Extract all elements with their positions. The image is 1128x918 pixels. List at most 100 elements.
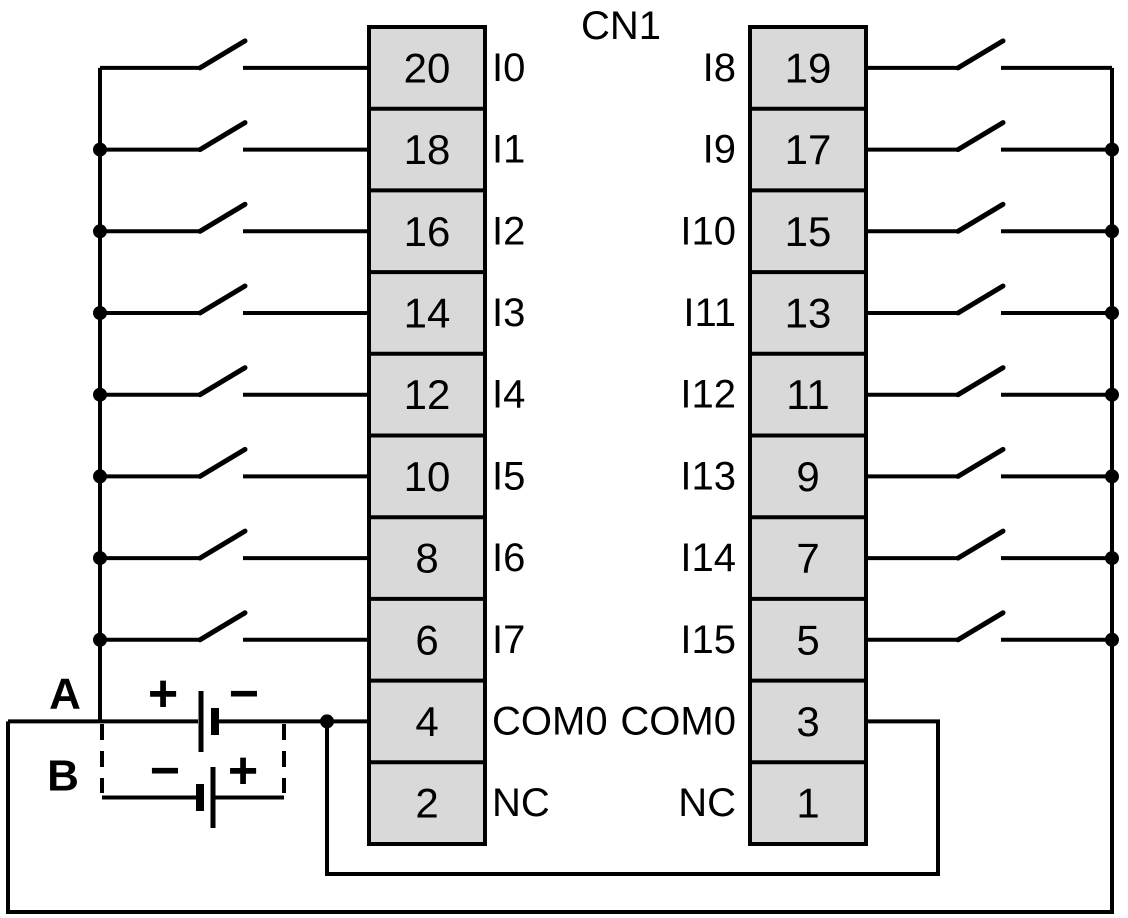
plus-icon: +: [148, 665, 178, 723]
junction-dot: [93, 469, 107, 484]
pin-number: 12: [404, 371, 451, 418]
signal-label: I14: [680, 536, 736, 580]
left-signal-labels: I0 I1 I2 I3 I4 I5 I6 I7 COM0 NC: [492, 46, 608, 825]
signal-label: I15: [680, 618, 736, 662]
signal-label: NC: [678, 781, 736, 825]
switch-row-i4: [93, 365, 369, 402]
switch-icon: [955, 201, 1006, 234]
switch-icon: [197, 610, 248, 643]
junction-dot: [1105, 551, 1119, 566]
signal-label: I8: [703, 46, 736, 90]
pin-number: 18: [404, 126, 451, 173]
junction-dot: [1105, 387, 1119, 402]
pin-number: 14: [404, 290, 451, 337]
switch-icon: [955, 446, 1006, 479]
switch-row-i1: [93, 120, 369, 157]
junction-dot: [93, 306, 107, 320]
switch-icon: [197, 365, 248, 398]
switch-icon: [197, 446, 248, 479]
switch-row-i12: [866, 365, 1119, 402]
pin-number: 7: [796, 535, 819, 582]
minus-icon: −: [229, 665, 259, 723]
junction-dot: [1105, 306, 1119, 320]
plus-icon: +: [228, 742, 258, 800]
junction-dot: [93, 224, 107, 239]
minus-icon: −: [150, 742, 180, 800]
connector-right-column: 19 17 15 13 11 9 7 5 3 1: [748, 25, 868, 846]
pin-number: 10: [404, 453, 451, 500]
signal-label: COM0: [620, 699, 736, 743]
switch-icon: [197, 120, 248, 153]
pin-number: 4: [415, 698, 438, 745]
right-switch-rows: [866, 38, 1119, 647]
pin-number: 6: [415, 616, 438, 663]
option-b-label: B: [47, 752, 79, 801]
pin-number: 5: [796, 616, 819, 663]
signal-label: NC: [492, 781, 550, 825]
connector-left-column: 20 18 16 14 12 10 8 6 4 2: [367, 25, 487, 846]
signal-label: I2: [492, 209, 525, 253]
signal-label: I3: [492, 291, 525, 335]
right-signal-labels: I8 I9 I10 I11 I12 I13 I14 I15 COM0 NC: [620, 46, 736, 825]
switch-icon: [955, 283, 1006, 316]
pin-number: 15: [785, 208, 832, 255]
signal-label: I11: [683, 291, 736, 335]
switch-row-i0: [100, 38, 369, 71]
junction-dot: [93, 551, 107, 566]
pin-number: 13: [785, 290, 832, 337]
switch-icon: [197, 201, 248, 234]
switch-row-i7: [93, 610, 369, 647]
signal-label: I4: [492, 373, 525, 417]
signal-label: I9: [703, 128, 736, 172]
junction-dot: [1105, 142, 1119, 157]
switch-row-i3: [93, 283, 369, 320]
switch-row-i8: [866, 38, 1112, 71]
pin-number: 16: [404, 208, 451, 255]
option-a-label: A: [49, 670, 81, 719]
switch-icon: [197, 38, 248, 71]
switch-row-i15: [866, 610, 1119, 647]
junction-dot: [93, 142, 107, 157]
signal-label: COM0: [492, 699, 608, 743]
signal-label: I1: [492, 128, 525, 172]
junction-dot: [1105, 469, 1119, 484]
pin-number: 17: [785, 126, 832, 173]
switch-row-i6: [93, 528, 369, 566]
signal-label: I7: [492, 618, 525, 662]
switch-row-i10: [866, 201, 1119, 239]
com0-link-wire: [325, 719, 940, 876]
switch-row-i13: [866, 446, 1119, 484]
switch-row-i5: [93, 446, 369, 484]
switch-row-i9: [866, 120, 1119, 157]
switch-icon: [197, 528, 248, 561]
signal-label: I5: [492, 454, 525, 498]
switch-icon: [955, 610, 1006, 643]
switch-icon: [955, 365, 1006, 398]
power-supply-section: [8, 691, 940, 876]
pin-number: 3: [796, 698, 819, 745]
switch-icon: [955, 38, 1006, 71]
switch-icon: [955, 120, 1006, 153]
pin-number: 20: [404, 44, 451, 91]
signal-label: I12: [680, 373, 736, 417]
switch-row-i2: [93, 201, 369, 239]
signal-label: I13: [680, 454, 736, 498]
signal-label: I10: [680, 209, 736, 253]
pin-number: 9: [796, 453, 819, 500]
right-bus-and-return-loop: [6, 67, 1114, 914]
junction-dot: [1105, 224, 1119, 239]
junction-dot: [1105, 632, 1119, 647]
switch-row-i14: [866, 528, 1119, 566]
switch-icon: [197, 283, 248, 316]
connector-title: CN1: [581, 4, 661, 48]
switch-icon: [955, 528, 1006, 561]
signal-label: I6: [492, 536, 525, 580]
switch-row-i11: [866, 283, 1119, 320]
pin-number: 8: [415, 535, 438, 582]
pin-number: 1: [796, 780, 819, 827]
junction-dot: [93, 387, 107, 402]
left-switch-rows: [93, 38, 369, 647]
pin-number: 19: [785, 44, 832, 91]
